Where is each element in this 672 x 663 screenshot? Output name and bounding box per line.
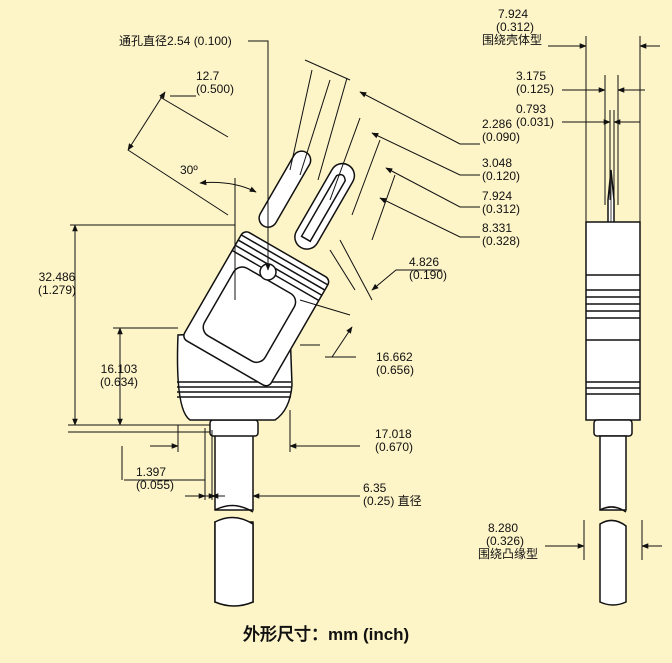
label-3-175-inch: (0.125) <box>516 82 555 96</box>
label-32-486-inch: (1.279) <box>38 283 77 297</box>
label-7-924-end: 7.924 (0.312) 围绕壳体型 <box>482 8 542 47</box>
label-16-103: 16.103 (0.634) <box>100 363 138 389</box>
label-8-331: 8.331 (0.328) <box>482 222 520 248</box>
label-6-35: 6.35 (0.25) 直径 <box>363 482 422 508</box>
label-7-924-side-inch: (0.312) <box>482 202 521 216</box>
label-12-7: 12.7 (0.500) <box>196 70 234 96</box>
label-12-7-inch: (0.500) <box>196 82 235 96</box>
label-0-793-inch: (0.031) <box>516 115 555 129</box>
label-8-280-mm: 8.280 <box>488 521 519 535</box>
strain-relief <box>209 419 259 437</box>
label-2-286: 2.286 (0.090) <box>482 118 520 144</box>
label-16-662: 16.662 (0.656) <box>376 351 414 377</box>
connector-end-view <box>585 169 641 606</box>
label-2-286-mm: 2.286 <box>482 117 513 131</box>
label-4-826-inch: (0.190) <box>409 268 448 282</box>
cable-upper <box>214 429 254 511</box>
label-7-924-end-mm: 7.924 <box>498 7 529 21</box>
end-body <box>585 221 641 421</box>
label-4-826: 4.826 (0.190) <box>409 256 447 282</box>
label-16-662-mm: 16.662 <box>376 350 413 364</box>
label-6-35-inch: (0.25) 直径 <box>363 494 422 508</box>
label-8-331-mm: 8.331 <box>482 221 513 235</box>
label-17-018-inch: (0.670) <box>375 440 414 454</box>
end-cable-upper <box>599 435 627 511</box>
end-dimension-lines <box>545 36 662 560</box>
label-12-7-mm: 12.7 <box>196 69 220 83</box>
label-4-826-mm: 4.826 <box>409 255 440 269</box>
diagram-caption: 外形尺寸：mm (inch) <box>243 625 410 644</box>
label-2-286-inch: (0.090) <box>482 130 521 144</box>
label-7-924-side-mm: 7.924 <box>482 189 513 203</box>
label-1-397: 1.397 (0.055) <box>136 466 174 492</box>
pin-left <box>258 150 312 228</box>
label-6-35-mm: 6.35 <box>363 481 387 495</box>
end-strain-relief <box>593 419 633 437</box>
label-32-486-mm: 32.486 <box>38 270 76 284</box>
label-17-018: 17.018 (0.670) <box>375 428 413 454</box>
label-0-793: 0.793 (0.031) <box>516 103 554 129</box>
label-8-280: 8.280 (0.326) 围绕凸缘型 <box>478 522 538 561</box>
label-3-048-inch: (0.120) <box>482 169 521 183</box>
label-7-924-end-inch: (0.312) <box>496 20 535 34</box>
label-0-793-mm: 0.793 <box>516 102 547 116</box>
label-3-048-mm: 3.048 <box>482 156 513 170</box>
label-17-018-mm: 17.018 <box>375 427 412 441</box>
label-3-048: 3.048 (0.120) <box>482 157 520 183</box>
label-surround-flange: 围绕凸缘型 <box>478 547 539 561</box>
label-angle: 30º <box>180 163 198 177</box>
side-dimension-lines <box>68 40 480 500</box>
label-1-397-inch: (0.055) <box>136 478 175 492</box>
label-1-397-mm: 1.397 <box>136 465 167 479</box>
label-32-486: 32.486 (1.279) <box>38 271 76 297</box>
label-recess <box>202 266 297 364</box>
label-16-103-mm: 16.103 <box>100 362 138 376</box>
label-8-331-inch: (0.328) <box>482 234 521 248</box>
label-16-103-inch: (0.634) <box>100 375 139 389</box>
connector-side-view <box>176 150 356 607</box>
label-8-280-inch: (0.326) <box>486 534 525 548</box>
label-3-175-mm: 3.175 <box>516 69 547 83</box>
label-16-662-inch: (0.656) <box>376 363 415 377</box>
label-7-924-side: 7.924 (0.312) <box>482 190 520 216</box>
label-pin-hole: 通孔直径2.54 (0.100) <box>119 34 232 48</box>
label-surround-shell: 围绕壳体型 <box>482 33 543 47</box>
label-3-175: 3.175 (0.125) <box>516 70 554 96</box>
end-cable-lower <box>599 519 627 606</box>
